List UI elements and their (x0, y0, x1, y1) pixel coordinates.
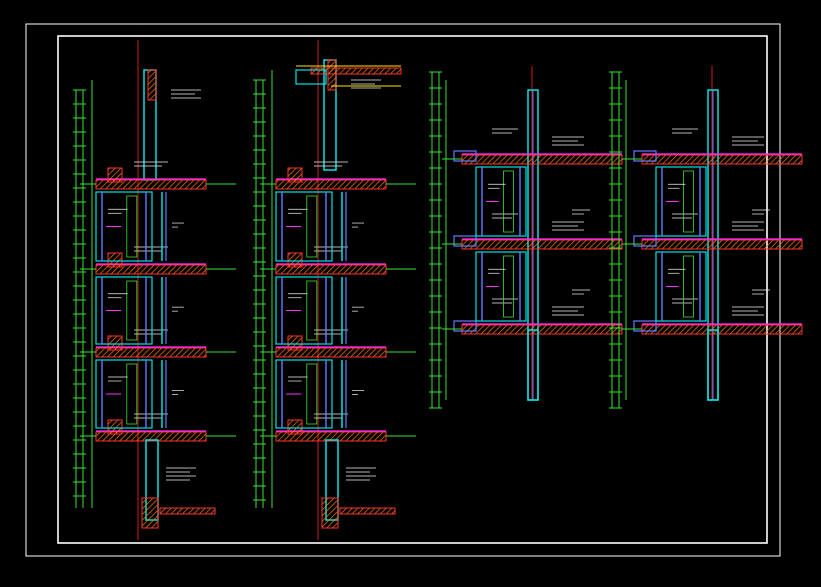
window-frame (95, 276, 153, 345)
sheet-border-outer (25, 23, 781, 557)
window-sash (126, 280, 138, 341)
cantilever (633, 320, 657, 332)
section-1 (73, 40, 236, 540)
window-frame (275, 191, 333, 262)
beam (107, 252, 123, 268)
beam (107, 167, 123, 183)
cantilever (453, 150, 477, 162)
window-frame (475, 166, 527, 237)
section-3 (429, 66, 623, 409)
floor-slab (641, 324, 803, 335)
lower-wall (527, 329, 539, 401)
beam (287, 167, 303, 183)
window-frame (655, 166, 707, 237)
beam (287, 335, 303, 351)
window-frame (275, 359, 333, 429)
cantilever (633, 235, 657, 247)
beam (287, 419, 303, 435)
wall-sections-group (73, 40, 803, 540)
section-4 (609, 66, 803, 409)
foundation (321, 497, 339, 529)
window-sash (683, 170, 694, 233)
ground-slab (339, 507, 396, 515)
window-sash (126, 363, 138, 425)
window-sash (306, 280, 318, 341)
parapet-coping (147, 69, 157, 101)
cantilever (453, 320, 477, 332)
ground-slab (159, 507, 216, 515)
window-frame (475, 251, 527, 322)
window-frame (95, 191, 153, 262)
floor-slab (641, 154, 803, 165)
floor-slab (461, 239, 623, 250)
section-2 (253, 40, 416, 540)
floor-slab (461, 154, 623, 165)
lower-wall (707, 329, 719, 401)
window-frame (95, 359, 153, 429)
window-sash (503, 255, 514, 318)
parapet-coping (327, 59, 337, 91)
roof-slab (310, 67, 402, 75)
window-frame (655, 251, 707, 322)
sheet-border-inner (57, 35, 768, 544)
cantilever (453, 235, 477, 247)
foundation (141, 497, 159, 529)
window-sash (126, 195, 138, 258)
cantilever (633, 150, 657, 162)
beam (287, 252, 303, 268)
window-sash (306, 195, 318, 258)
window-sash (683, 255, 694, 318)
beam (107, 419, 123, 435)
window-frame (275, 276, 333, 345)
window-sash (306, 363, 318, 425)
roof-eave (295, 69, 327, 85)
beam (107, 335, 123, 351)
window-sash (503, 170, 514, 233)
floor-slab (641, 239, 803, 250)
floor-slab (461, 324, 623, 335)
